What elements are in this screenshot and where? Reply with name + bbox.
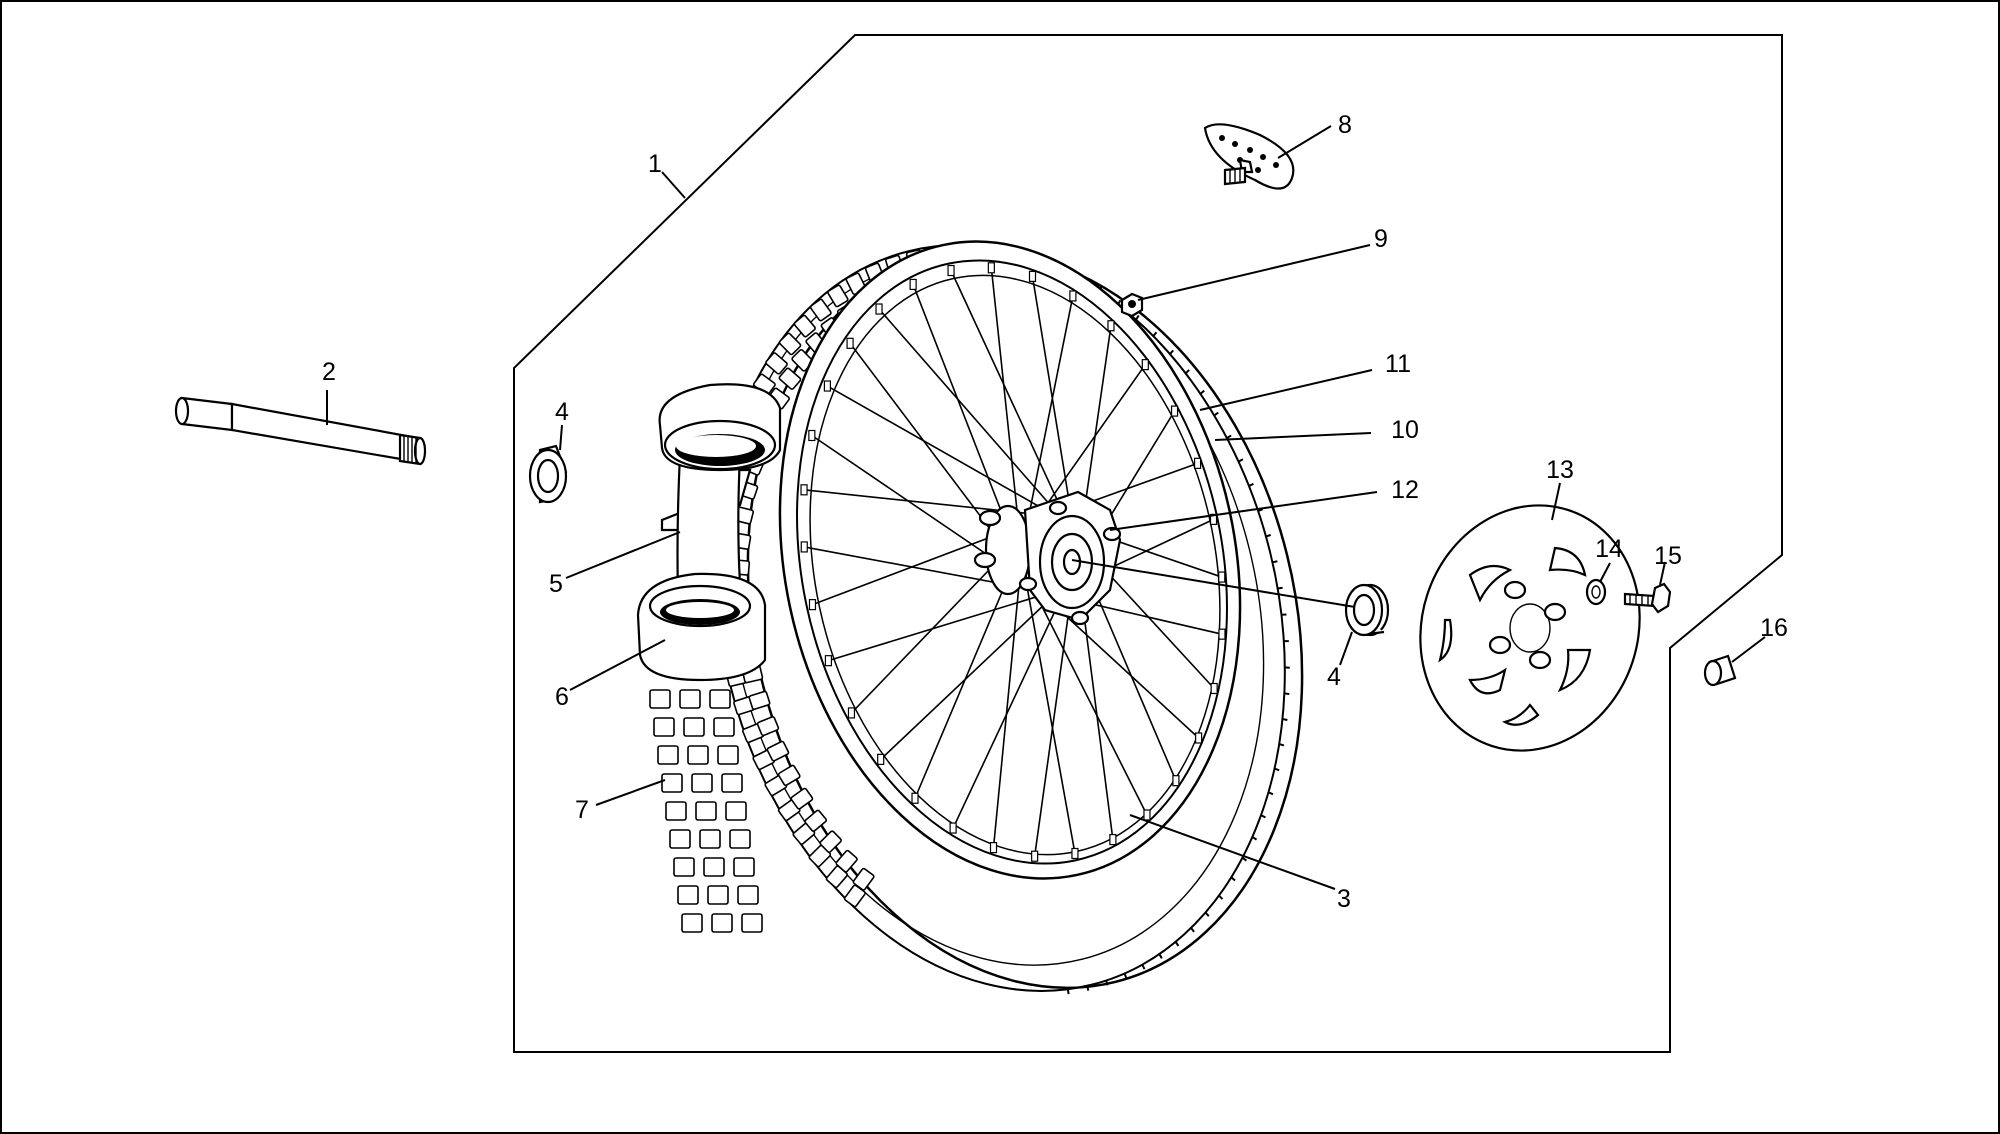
tyre-cutaway [636,572,767,933]
wheel-axle [174,396,427,466]
rim-lock-nut [1120,292,1144,318]
callout-14: 14 [1595,535,1623,563]
callout-7: 7 [575,796,589,824]
callout-9: 9 [1374,225,1388,253]
callout-3: 3 [1337,885,1351,913]
callout-4-right: 4 [1327,663,1341,691]
bearing-right [1344,583,1390,637]
callout-6: 6 [555,683,569,711]
callout-11: 11 [1385,350,1411,378]
inner-tube [658,383,782,472]
assembly-boundary [513,34,1783,1053]
hub [973,490,1122,626]
callout-5: 5 [549,570,563,598]
leader-lines [326,125,1766,890]
callout-2: 2 [322,358,336,386]
wheel-spacer [1703,654,1737,687]
callout-13: 13 [1546,456,1574,484]
cutaway-tread [649,689,763,933]
brake-disc [1419,504,1641,752]
spring-washer [1585,578,1607,606]
callout-15: 15 [1654,542,1682,570]
callout-10: 10 [1391,416,1419,444]
callout-12: 12 [1391,476,1419,504]
callout-4-left: 4 [555,398,569,426]
bearing-left [528,444,568,504]
callout-labels: 1 2 3 4 4 5 6 7 8 9 10 11 12 13 14 15 16 [322,111,1788,913]
callout-8: 8 [1338,111,1352,139]
disc-bolt [1623,582,1672,614]
rim-lock-plate [1203,123,1295,190]
callout-16: 16 [1760,614,1788,642]
callout-1: 1 [648,150,662,178]
